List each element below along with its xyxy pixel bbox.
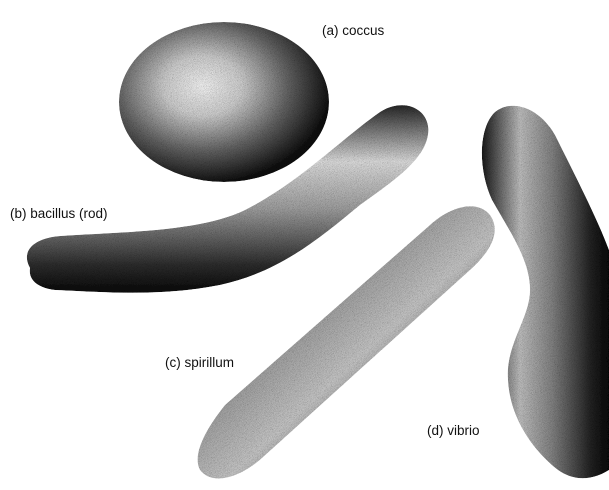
label-coccus: (a) coccus — [322, 24, 384, 38]
vibrio-shape — [482, 106, 609, 479]
label-spirillum: (c) spirillum — [165, 356, 234, 370]
label-bacillus: (b) bacillus (rod) — [10, 207, 108, 221]
coccus-shape — [119, 22, 329, 182]
label-vibrio: (d) vibrio — [427, 424, 480, 438]
